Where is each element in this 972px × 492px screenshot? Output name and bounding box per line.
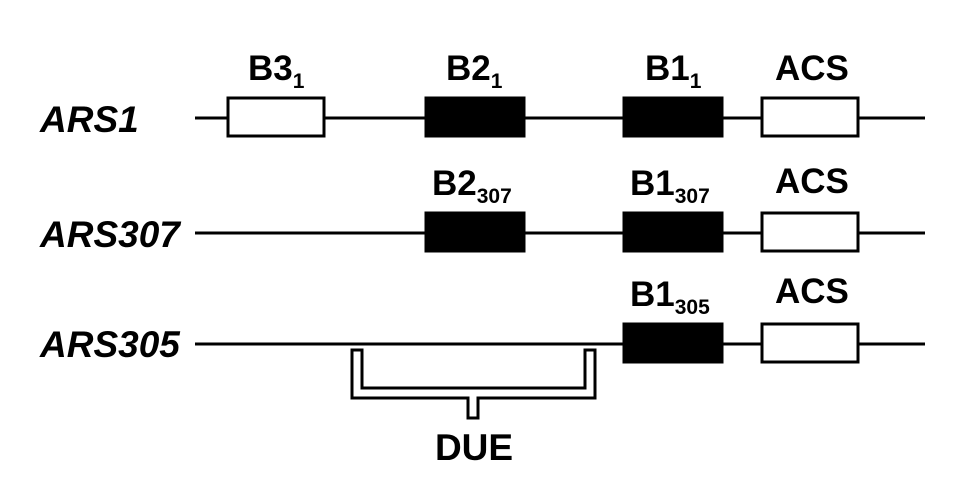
element-acs-305-box [760, 322, 860, 364]
due-bracket-group: DUE [350, 348, 597, 468]
due-label: DUE [435, 427, 513, 468]
row-label-ars1: ARS1 [39, 99, 139, 140]
element-acs-307-box [760, 211, 860, 253]
element-b1-305-box [622, 322, 724, 364]
element-b1-307-label: B1307 [630, 164, 710, 208]
element-b2-307-box [424, 211, 526, 253]
element-b3-1-box [226, 96, 326, 138]
element-b3-1-label: B31 [248, 49, 305, 93]
row-label-ars307: ARS307 [39, 214, 182, 255]
row-ars307: ARS307 B2307 B1307 ACS [39, 162, 925, 255]
element-b1-1-label: B11 [645, 49, 702, 93]
element-b2-1-box [424, 96, 526, 138]
element-b1-307-box [622, 211, 724, 253]
element-b1-1-box [622, 96, 724, 138]
element-b2-1-label: B21 [446, 49, 503, 93]
element-acs-305-label: ACS [775, 272, 849, 311]
element-acs-1-box [760, 96, 860, 138]
row-ars305: ARS305 B1305 ACS [39, 272, 925, 365]
element-b2-307-label: B2307 [432, 164, 512, 208]
element-acs-307-label: ACS [775, 162, 849, 201]
row-ars1: ARS1 B31 B21 B11 ACS [39, 49, 925, 140]
row-label-ars305: ARS305 [39, 324, 181, 365]
element-acs-1-label: ACS [775, 49, 849, 88]
element-b1-305-label: B1305 [630, 275, 710, 319]
due-bracket [350, 348, 597, 420]
